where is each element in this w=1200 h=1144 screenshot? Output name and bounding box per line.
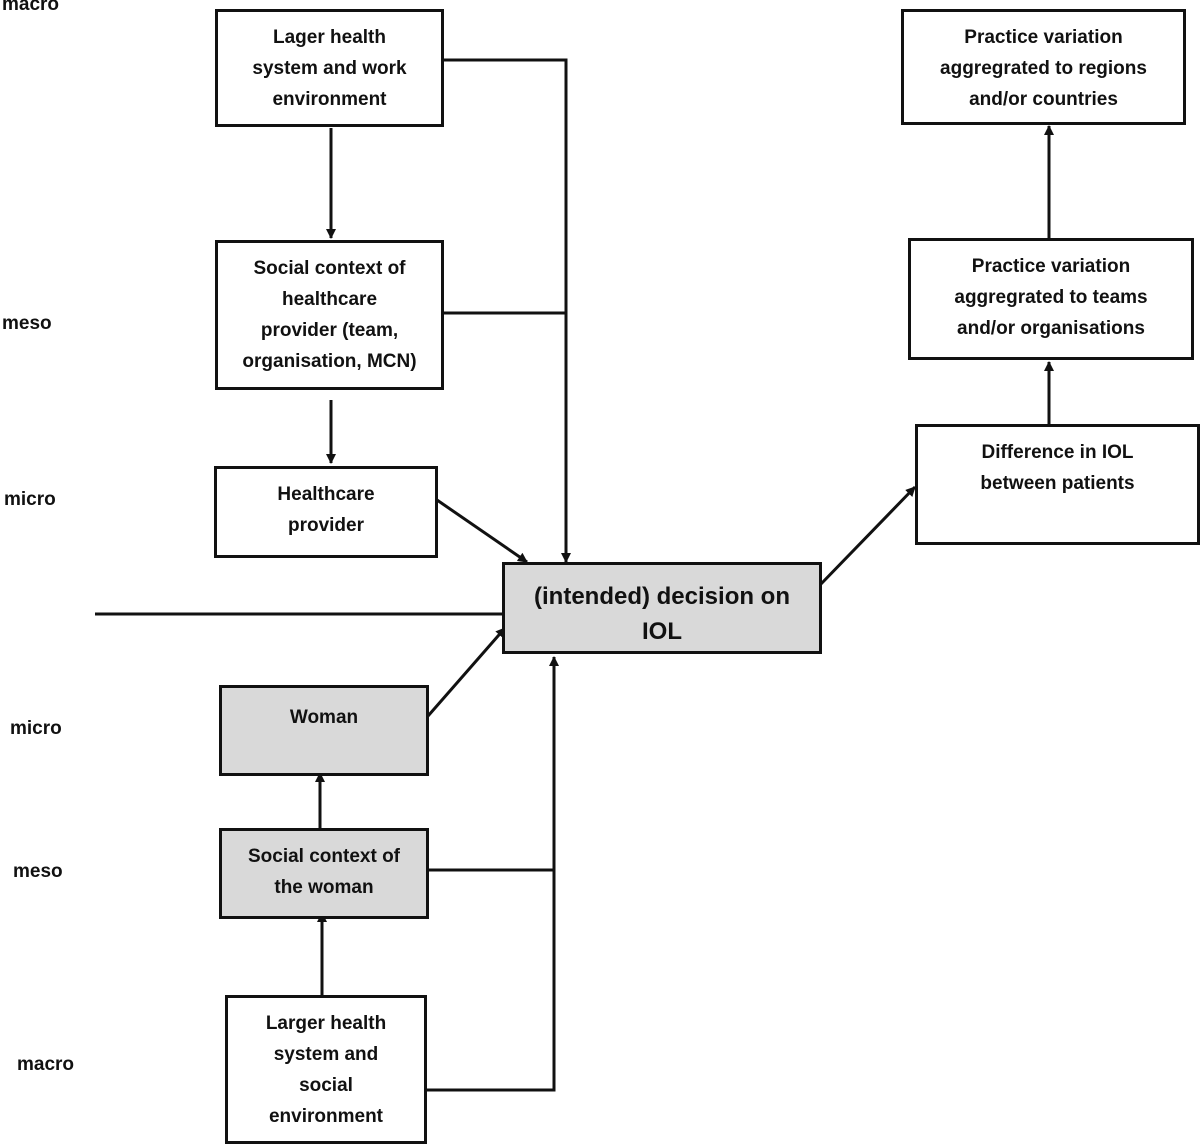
level-label-bottom-macro: macro: [17, 1054, 75, 1075]
connector-lager-bracket: [443, 58, 571, 563]
level-label-top-meso: meso: [2, 313, 52, 334]
box-practice-variation-regions: Practice variation aggregrated to region…: [901, 9, 1186, 125]
box-difference-iol: Difference in IOL between patients: [915, 424, 1200, 545]
level-label-top-micro: micro: [4, 489, 56, 510]
level-label-bottom-meso: meso: [13, 861, 63, 882]
box-practice-variation-teams: Practice variation aggregrated to teams …: [908, 238, 1194, 360]
box-intended-decision: (intended) decision on IOL: [502, 562, 822, 654]
box-lager-health-system: Lager health system and work environment: [215, 9, 444, 127]
box-social-context-woman: Social context of the woman: [219, 828, 429, 919]
arrow-decision-to-difference: [818, 485, 917, 587]
box-social-context-provider: Social context of healthcare provider (t…: [215, 240, 444, 390]
arrow-provider-to-decision: [436, 498, 528, 564]
level-label-top-macro: macro: [2, 0, 60, 15]
level-label-bottom-micro: micro: [10, 718, 62, 739]
arrow-woman-to-decision: [426, 627, 507, 717]
box-woman: Woman: [219, 685, 429, 776]
connector-larger-bracket: [426, 656, 559, 1092]
box-healthcare-provider: Healthcare provider: [214, 466, 438, 558]
box-larger-health-system: Larger health system and social environm…: [225, 995, 427, 1144]
